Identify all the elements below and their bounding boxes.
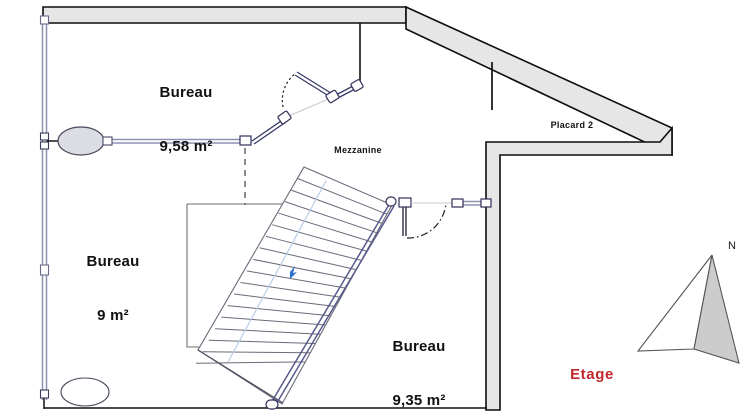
glazing-joint-mid-lower: [39, 141, 50, 150]
horizontal-partition: [47, 126, 252, 156]
door-hinge-block-mid: [277, 110, 292, 125]
room-area-bureau-935: 9,35 m²: [392, 392, 446, 410]
door-leaf-a-edge1: [294, 74, 333, 99]
railing-line-inner: [274, 205, 395, 407]
door-hinge-block-lower: [239, 135, 252, 146]
glazing-joint-top: [39, 15, 50, 25]
structural-walls: [42, 5, 673, 411]
stair-direction-arrow-icon: [290, 266, 297, 279]
fixture-ellipse-upper: [57, 126, 105, 156]
room-name-bureau-935: Bureau: [392, 337, 446, 355]
railing-newel-bottom: [265, 399, 279, 410]
stair-railing: [265, 196, 397, 410]
wall-diagonal-northeast: [405, 5, 673, 157]
wall-top: [42, 6, 407, 24]
door-chord-faint: [283, 96, 334, 119]
mezzanine-label: Mezzanine: [334, 145, 382, 155]
glazing-block-left: [451, 198, 464, 208]
placard-2-label: Placard 2: [550, 120, 594, 130]
room-label-bureau-935: Bureau 9,35 m²: [369, 301, 469, 420]
thin-perimeter-lines: [43, 23, 493, 409]
glazing-block-right: [480, 198, 492, 208]
wall-right-return: [485, 125, 673, 411]
compass-rose: [636, 254, 740, 364]
glazing-joint-bottom: [39, 389, 50, 399]
room-area-bureau-9: 9 m²: [97, 307, 129, 325]
stair-treads: [195, 178, 388, 364]
staircase: [195, 166, 393, 405]
left-glazing-wall: [39, 15, 50, 400]
door-hinge-block-center: [325, 89, 340, 104]
door-hinge-block-post: [398, 197, 412, 208]
stair-outline: [197, 166, 393, 405]
railing-line-outer: [270, 202, 391, 404]
door-leaf-c-edge1: [251, 118, 285, 142]
door-swing-arc-dotted: [281, 72, 297, 108]
door-bureau-935: [398, 197, 492, 239]
door-swing-arc-dashdot: [406, 202, 447, 239]
room-name-bureau-9: Bureau: [86, 252, 140, 270]
compass-east-vane: [693, 254, 740, 364]
room-label-bureau-958: Bureau 9,58 m²: [136, 47, 236, 193]
stair-walk-line: [227, 180, 327, 363]
room-label-bureau-9: Bureau 9 m²: [63, 216, 163, 362]
room-name-bureau-958: Bureau: [159, 83, 213, 101]
plan-title-etage: Etage: [570, 366, 614, 383]
door-bureau-958: [251, 71, 364, 145]
glazing-joint-lower: [39, 264, 50, 276]
door-leaf-a-edge2: [296, 71, 335, 96]
stair-bottom-edge: [197, 349, 284, 404]
door-leaf-c-edge2: [253, 121, 287, 145]
compass-north-label: N: [728, 240, 736, 252]
door-hinge-block-top: [350, 79, 364, 92]
partition-connector-block: [102, 136, 113, 146]
railing-newel-top: [385, 196, 397, 207]
fixture-ellipse-lower: [60, 377, 110, 407]
glazing-joint-mid-upper: [39, 132, 50, 141]
room-area-bureau-958: 9,58 m²: [159, 138, 213, 156]
